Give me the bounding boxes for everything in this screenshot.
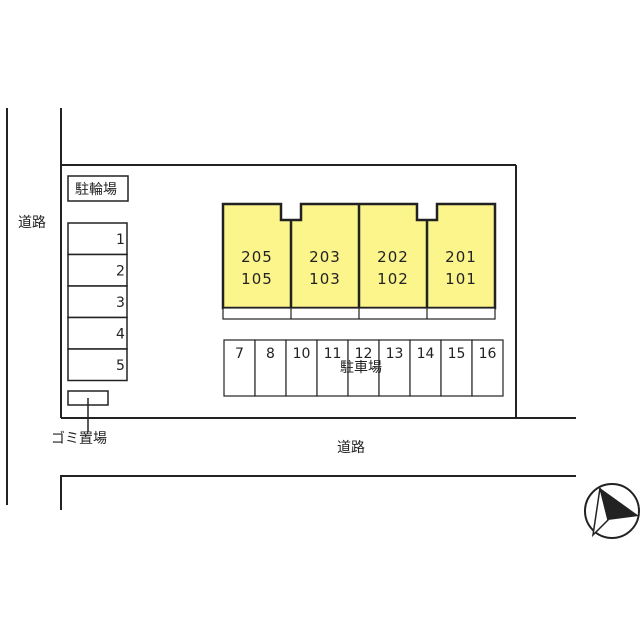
car-slot-number: 8 [266, 346, 275, 362]
bicycle-slot [67, 348, 128, 382]
unit-block [359, 204, 427, 308]
bicycle-slot [67, 285, 128, 319]
unit-number-lower: 102 [377, 270, 409, 288]
bicycle-slot-number: 4 [116, 327, 125, 343]
road-label-bottom: 道路 [337, 440, 365, 456]
car-slot [378, 339, 411, 397]
car-slot-number: 15 [448, 346, 466, 362]
bicycle-slot [67, 253, 128, 287]
unit-number-lower: 103 [309, 270, 341, 288]
unit-number-upper: 205 [241, 248, 273, 266]
car-slot-number: 7 [235, 346, 244, 362]
car-parking-label: 駐車場 [340, 359, 382, 376]
car-slot [254, 339, 287, 397]
road-label-left: 道路 [18, 215, 46, 231]
unit-block [291, 204, 359, 308]
garbage-label: ゴミ置場 [51, 430, 107, 447]
car-slot-number: 10 [293, 346, 311, 362]
road-far-edge [60, 475, 576, 510]
bicycle-slot-number: 3 [116, 295, 125, 311]
bicycle-slot-number: 2 [116, 264, 125, 280]
bicycle-slot-number: 5 [116, 358, 125, 374]
bicycle-parking-label: 駐輪場 [75, 181, 117, 198]
unit-number-upper: 202 [377, 248, 409, 266]
car-parking-slots: 7 8 10 11 12 13 14 15 16 [223, 339, 504, 397]
bicycle-slot [67, 316, 128, 350]
car-slot [471, 339, 504, 397]
building-notch [281, 203, 301, 220]
unit-block [427, 204, 495, 308]
unit-block [223, 204, 291, 308]
car-slot [440, 339, 473, 397]
unit-number-upper: 201 [445, 248, 477, 266]
building-notch [417, 203, 437, 220]
car-slot [285, 339, 318, 397]
car-slot [223, 339, 256, 397]
car-slot [347, 339, 380, 397]
bicycle-slots: 1 2 3 4 5 [67, 222, 128, 382]
building-units: 205 105 203 103 202 102 201 101 [221, 202, 497, 320]
unit-number-lower: 101 [445, 270, 477, 288]
car-slot-number: 12 [355, 346, 373, 362]
car-slot-number: 14 [417, 346, 435, 362]
car-slot-number: 11 [324, 346, 342, 362]
bicycle-slot-number: 1 [116, 232, 125, 248]
car-slot-number: 13 [386, 346, 404, 362]
bicycle-parking-label-box [67, 175, 129, 202]
unit-number-upper: 203 [309, 248, 341, 266]
unit-number-lower: 105 [241, 270, 273, 288]
north-arrow-icon [584, 483, 640, 539]
car-slot-number: 16 [479, 346, 497, 362]
car-slot [409, 339, 442, 397]
